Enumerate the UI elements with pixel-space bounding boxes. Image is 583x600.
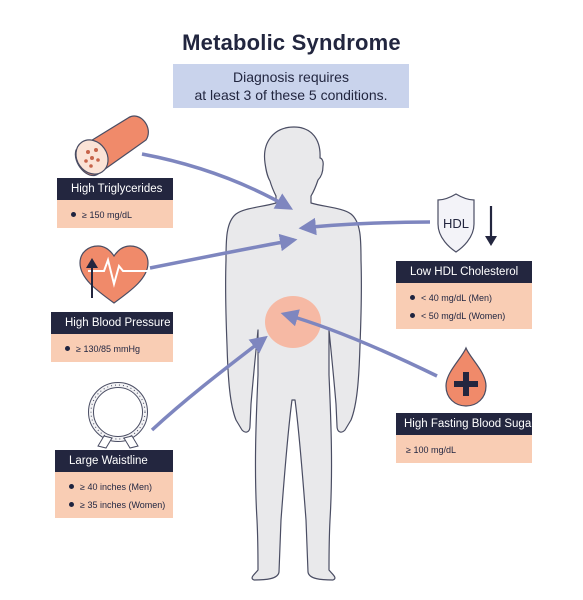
blood-drop-plus-icon — [445, 346, 487, 407]
bullet-dot — [410, 313, 415, 319]
card-hdl: Low HDL Cholesterol < 40 mg/dL (Men) < 5… — [396, 261, 532, 329]
criteria-item: < 50 mg/dL (Women) — [410, 307, 532, 325]
bullet-dot — [69, 502, 74, 508]
criteria-item: ≥ 35 inches (Women) — [69, 496, 173, 514]
arrow-blood-sugar — [280, 309, 438, 378]
criteria-text: < 50 mg/dL (Women) — [421, 311, 506, 321]
card-criteria: ≥ 100 mg/dL — [396, 435, 532, 463]
blood-vessel-icon — [74, 115, 149, 177]
bullet-dot — [65, 346, 70, 352]
bullet-dot — [71, 212, 76, 218]
criteria-text: ≥ 35 inches (Women) — [80, 500, 166, 510]
card-heading: Large Waistline — [55, 450, 173, 472]
criteria-text: ≥ 130/85 mmHg — [76, 344, 140, 354]
card-heading: High Fasting Blood Sugar — [396, 413, 535, 435]
card-blood-sugar: High Fasting Blood Sugar ≥ 100 mg/dL — [396, 413, 535, 463]
criteria-item: ≥ 100 mg/dL — [406, 441, 532, 459]
criteria-item: < 40 mg/dL (Men) — [410, 289, 532, 307]
arrow-hdl — [298, 217, 431, 236]
card-triglycerides: High Triglycerides ≥ 150 mg/dL — [57, 178, 173, 228]
card-heading: High Triglycerides — [57, 178, 173, 200]
heart-pulse-icon — [79, 245, 152, 304]
arrow-waistline — [150, 335, 268, 432]
measuring-tape-icon — [88, 382, 148, 449]
card-waistline: Large Waistline ≥ 40 inches (Men) ≥ 35 i… — [55, 450, 173, 518]
page-title: Metabolic Syndrome — [182, 30, 401, 55]
card-criteria: ≥ 150 mg/dL — [57, 200, 173, 228]
card-criteria: ≥ 40 inches (Men) ≥ 35 inches (Women) — [55, 472, 173, 518]
criteria-text: < 40 mg/dL (Men) — [421, 293, 492, 303]
bullet-dot — [410, 295, 415, 301]
banner-line-1: Diagnosis requires — [233, 69, 349, 85]
card-criteria: < 40 mg/dL (Men) < 50 mg/dL (Women) — [396, 283, 532, 329]
card-blood-pressure: High Blood Pressure ≥ 130/85 mmHg — [51, 312, 173, 362]
hdl-shield-icon: HDL — [437, 193, 497, 253]
diagnosis-banner: Diagnosis requires at least 3 of these 5… — [173, 64, 409, 108]
arrow-blood-pressure — [149, 233, 298, 270]
criteria-item: ≥ 130/85 mmHg — [65, 340, 173, 358]
criteria-text: ≥ 150 mg/dL — [82, 210, 132, 220]
criteria-text: ≥ 100 mg/dL — [406, 445, 456, 455]
arrow-triglycerides — [141, 152, 294, 210]
banner-line-2: at least 3 of these 5 conditions. — [194, 87, 388, 103]
card-criteria: ≥ 130/85 mmHg — [51, 334, 173, 362]
criteria-item: ≥ 40 inches (Men) — [69, 478, 173, 496]
card-heading: Low HDL Cholesterol — [396, 261, 532, 283]
connector-arrows — [141, 152, 438, 432]
hdl-label: HDL — [443, 216, 469, 231]
criteria-text: ≥ 40 inches (Men) — [80, 482, 152, 492]
bullet-dot — [69, 484, 74, 490]
criteria-item: ≥ 150 mg/dL — [71, 206, 173, 224]
card-heading: High Blood Pressure — [51, 312, 173, 334]
